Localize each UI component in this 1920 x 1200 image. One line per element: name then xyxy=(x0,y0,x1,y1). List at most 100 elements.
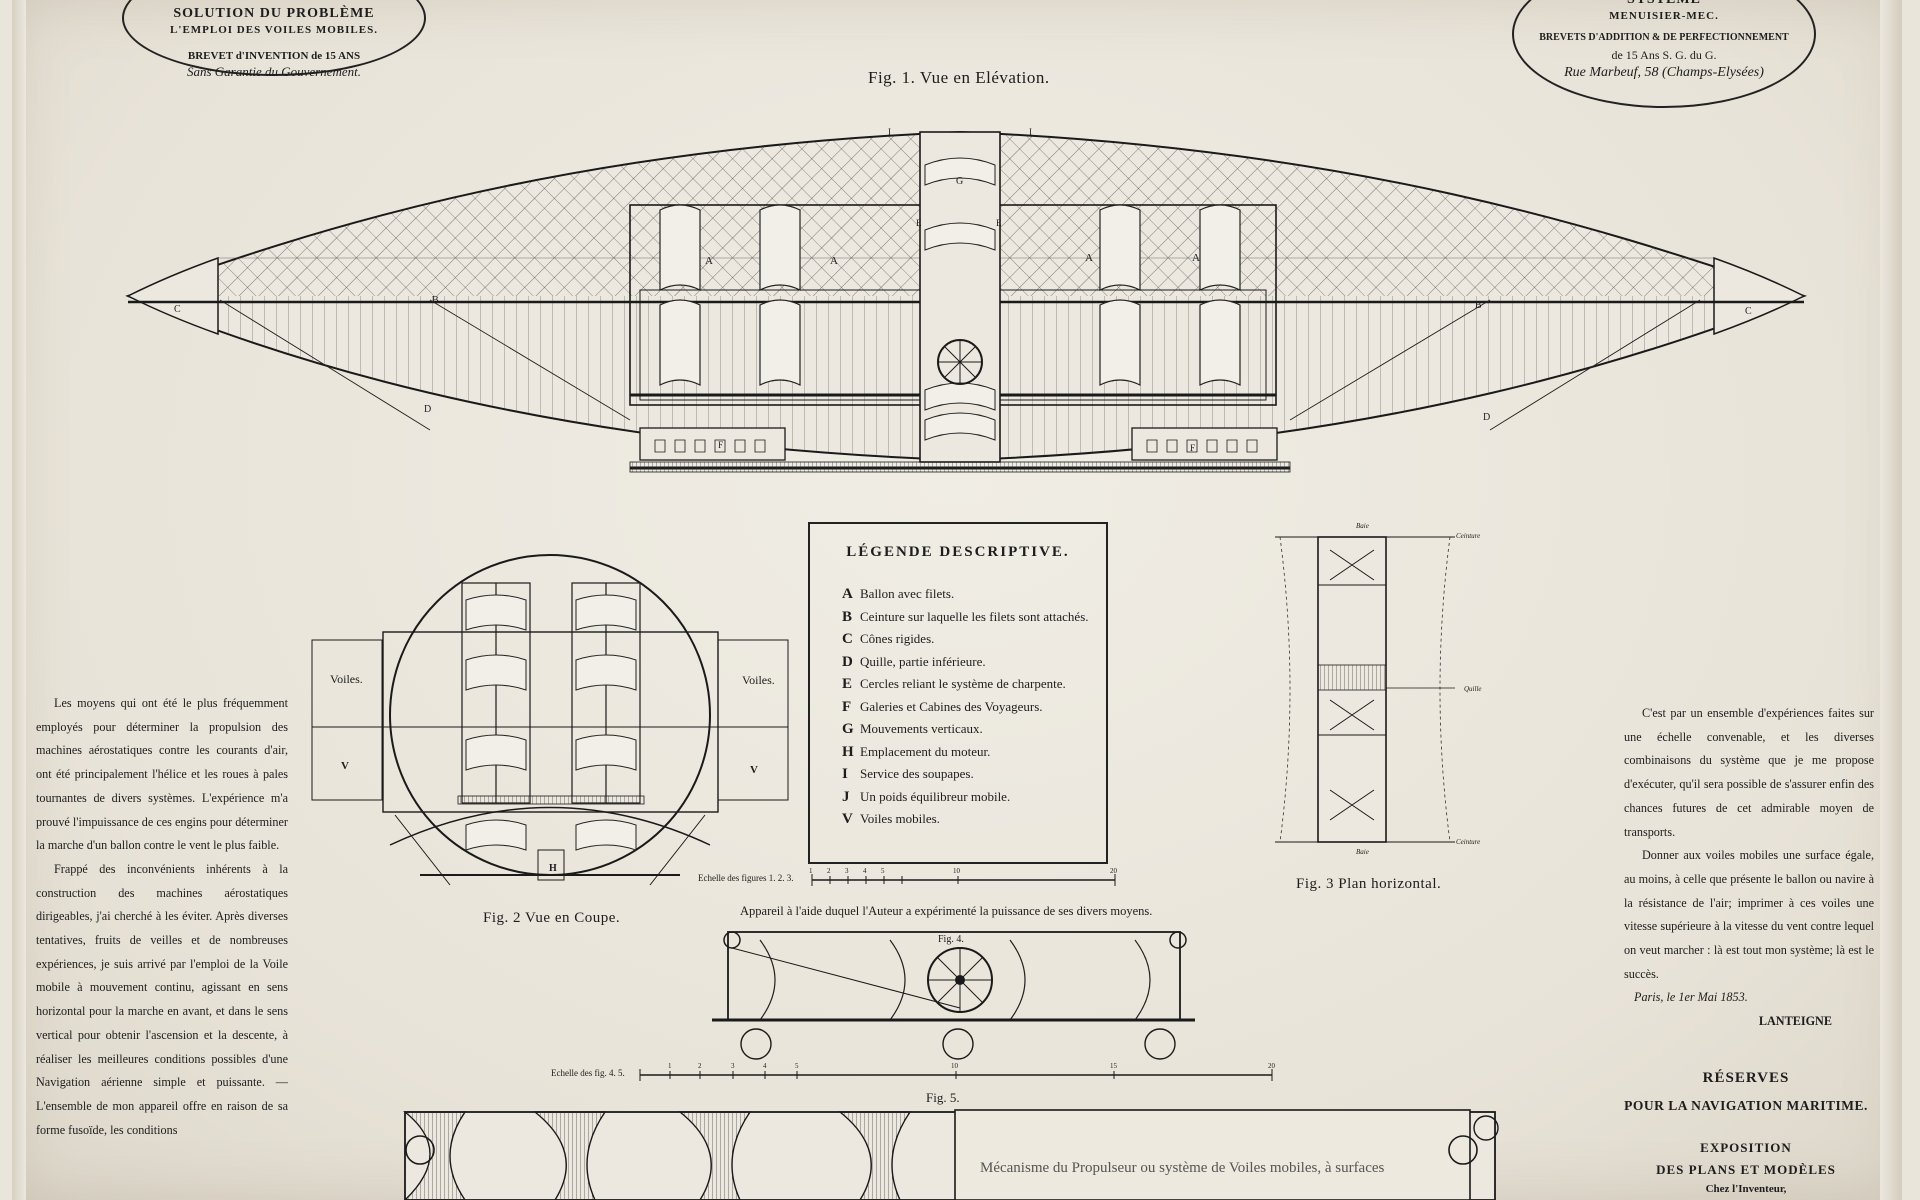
scale1-label: Echelle des figures 1. 2. 3. xyxy=(698,873,794,883)
legend-key: J xyxy=(842,788,850,805)
fig3-quille: Quille xyxy=(1464,685,1482,693)
reserves-subheading: POUR LA NAVIGATION MARITIME. xyxy=(1624,1098,1868,1113)
legend-key: H xyxy=(842,743,854,760)
fig1-letter-f1: F xyxy=(718,440,724,450)
fig1-letter-d1: D xyxy=(424,404,432,415)
legend-text: Ballon avec filets. xyxy=(860,586,955,601)
legend-text: Galeries et Cabines des Voyageurs. xyxy=(860,698,1043,714)
scale1-tick: 3 xyxy=(845,867,849,875)
scale2-tick: 15 xyxy=(1110,1062,1117,1070)
fig5-mechanism xyxy=(403,1109,1499,1200)
legend-text: Quille, partie inférieure. xyxy=(860,653,986,669)
fig1-letter-e1: E xyxy=(916,218,922,228)
fig1-letter-d2: D xyxy=(1483,412,1491,423)
exposition-heading: EXPOSITION xyxy=(1700,1140,1792,1155)
right-signature: LANTEIGNE xyxy=(1758,1014,1832,1029)
fig1-airship xyxy=(125,130,1808,473)
scale-bar-2 xyxy=(639,1069,1273,1081)
scale1-tick: 2 xyxy=(827,867,831,875)
fig3-title: Fig. 3 Plan horizontal. xyxy=(1296,876,1442,892)
patent-cartouche-left: SOLUTION DU PROBLÈME L'EMPLOI DES VOILES… xyxy=(122,0,426,79)
legend-text: Ceinture sur laquelle les filets sont at… xyxy=(860,608,1089,624)
fig1-letter-i1: I xyxy=(888,127,891,137)
right-text-column: C'est par un ensemble d'expériences fait… xyxy=(1624,702,1874,1034)
cartouche-left-line3: BREVET d'INVENTION de 15 ANS xyxy=(187,50,361,62)
cartouche-right-line5: Rue Marbeuf, 58 (Champs-Elysées) xyxy=(1564,65,1764,80)
scale-bar-1 xyxy=(811,874,1116,886)
fig1-letter-b2: B xyxy=(1475,300,1482,311)
fig1-letter-a1: A xyxy=(705,255,713,267)
left-paragraph-2: Frappé des inconvénients inhérents à la … xyxy=(36,861,288,1137)
fig1-letter-a2: A xyxy=(830,255,838,267)
fig2-cross-section xyxy=(311,554,789,886)
scale1-tick: 20 xyxy=(1110,867,1117,875)
legend-text: Service des soupapes. xyxy=(860,766,974,781)
scale2-label: Echelle des fig. 4. 5. xyxy=(551,1068,625,1078)
legend-key: B xyxy=(842,608,853,625)
exposition-chez: Chez l'Inventeur, xyxy=(1705,1183,1787,1195)
scale1-tick: 5 xyxy=(881,867,885,875)
legend-item: D Quille, partie inférieure. xyxy=(842,654,1089,677)
fig1-letter-i2: I xyxy=(1029,127,1032,137)
cartouche-right-line1: SYSTÈME xyxy=(1514,0,1814,8)
cartouche-left-line2: L'EMPLOI DES VOILES MOBILES. xyxy=(170,24,378,36)
legend-item: F Galeries et Cabines des Voyageurs. xyxy=(842,699,1089,722)
fig2-h: H xyxy=(549,863,557,874)
fig3-ceinture-bottom: Ceinture xyxy=(1456,838,1481,846)
fig5-caption: Mécanisme du Propulseur ou système de Vo… xyxy=(980,1160,1385,1176)
fig1-letter-e2: E xyxy=(996,218,1002,228)
legend-text: Un poids équilibreur mobile. xyxy=(860,788,1011,804)
fig4-caption: Appareil à l'aide duquel l'Auteur a expé… xyxy=(740,904,1153,918)
legend-item: J Un poids équilibreur mobile. xyxy=(842,789,1089,812)
fig2-voiles-right: Voiles. xyxy=(742,673,775,687)
cartouche-left-line1: SOLUTION DU PROBLÈME xyxy=(173,6,375,21)
legend-item: V Voiles mobiles. xyxy=(842,811,1089,834)
fig3-baie-top: Baie xyxy=(1356,522,1369,530)
legend-item: I Service des soupapes. xyxy=(842,766,1089,789)
fig4-label: Fig. 4. xyxy=(938,934,964,945)
fig1-letter-a3: A xyxy=(1085,252,1093,264)
fig3-plan xyxy=(1275,536,1455,843)
legend-key: D xyxy=(842,653,853,670)
legend-title: LÉGENDE DESCRIPTIVE. xyxy=(846,544,1070,560)
scale1-tick: 4 xyxy=(863,867,867,875)
cartouche-right-line3: BREVETS D'ADDITION & DE PERFECTIONNEMENT xyxy=(1539,32,1789,43)
paper-edge-right xyxy=(1880,0,1902,1200)
legend-text: Cercles reliant le système de charpente. xyxy=(860,676,1066,691)
fig2-title: Fig. 2 Vue en Coupe. xyxy=(483,910,621,926)
legend-key: A xyxy=(842,586,853,602)
legend-item: B Ceinture sur laquelle les filets sont a… xyxy=(842,609,1089,632)
legend-key: V xyxy=(842,811,853,827)
scale1-tick: 1 xyxy=(809,867,813,875)
fig3-baie-bottom: Baie xyxy=(1356,848,1369,856)
fig1-letter-f2: F xyxy=(1190,443,1196,453)
right-date: Paris, le 1er Mai 1853. xyxy=(1634,990,1748,1005)
paper-edge-left xyxy=(12,0,26,1200)
legend-text: Mouvements verticaux. xyxy=(860,721,983,736)
scale2-tick: 4 xyxy=(763,1062,767,1070)
fig4-apparatus xyxy=(712,931,1195,1060)
legend-text: Voiles mobiles. xyxy=(860,811,940,826)
fig1-letter-b1: B xyxy=(432,295,439,306)
scale2-tick: 20 xyxy=(1268,1062,1275,1070)
cartouche-left-line4: Sans Garantie du Gouvernement. xyxy=(186,64,362,79)
scale2-tick: 10 xyxy=(951,1062,958,1070)
reserves-heading: RÉSERVES xyxy=(1702,1070,1790,1086)
fig1-letter-c1: C xyxy=(174,304,181,315)
scale2-tick: 3 xyxy=(731,1062,735,1070)
fig2-v-right: V xyxy=(750,764,758,776)
legend-key: F xyxy=(842,698,852,715)
fig3-ceinture-top: Ceinture xyxy=(1456,532,1481,540)
legend-key: C xyxy=(842,631,853,647)
legend-text: Emplacement du moteur. xyxy=(860,743,991,759)
legend-key: E xyxy=(842,676,853,692)
fig1-letter-c2: C xyxy=(1745,306,1752,317)
legend-key: I xyxy=(842,766,848,782)
exposition-subheading: DES PLANS ET MODÈLES xyxy=(1656,1162,1836,1177)
fig2-v-left: V xyxy=(341,760,349,772)
left-paragraph-1: Les moyens qui ont été le plus fréquemme… xyxy=(36,696,288,853)
fig1-letter-a4: A xyxy=(1192,252,1200,264)
